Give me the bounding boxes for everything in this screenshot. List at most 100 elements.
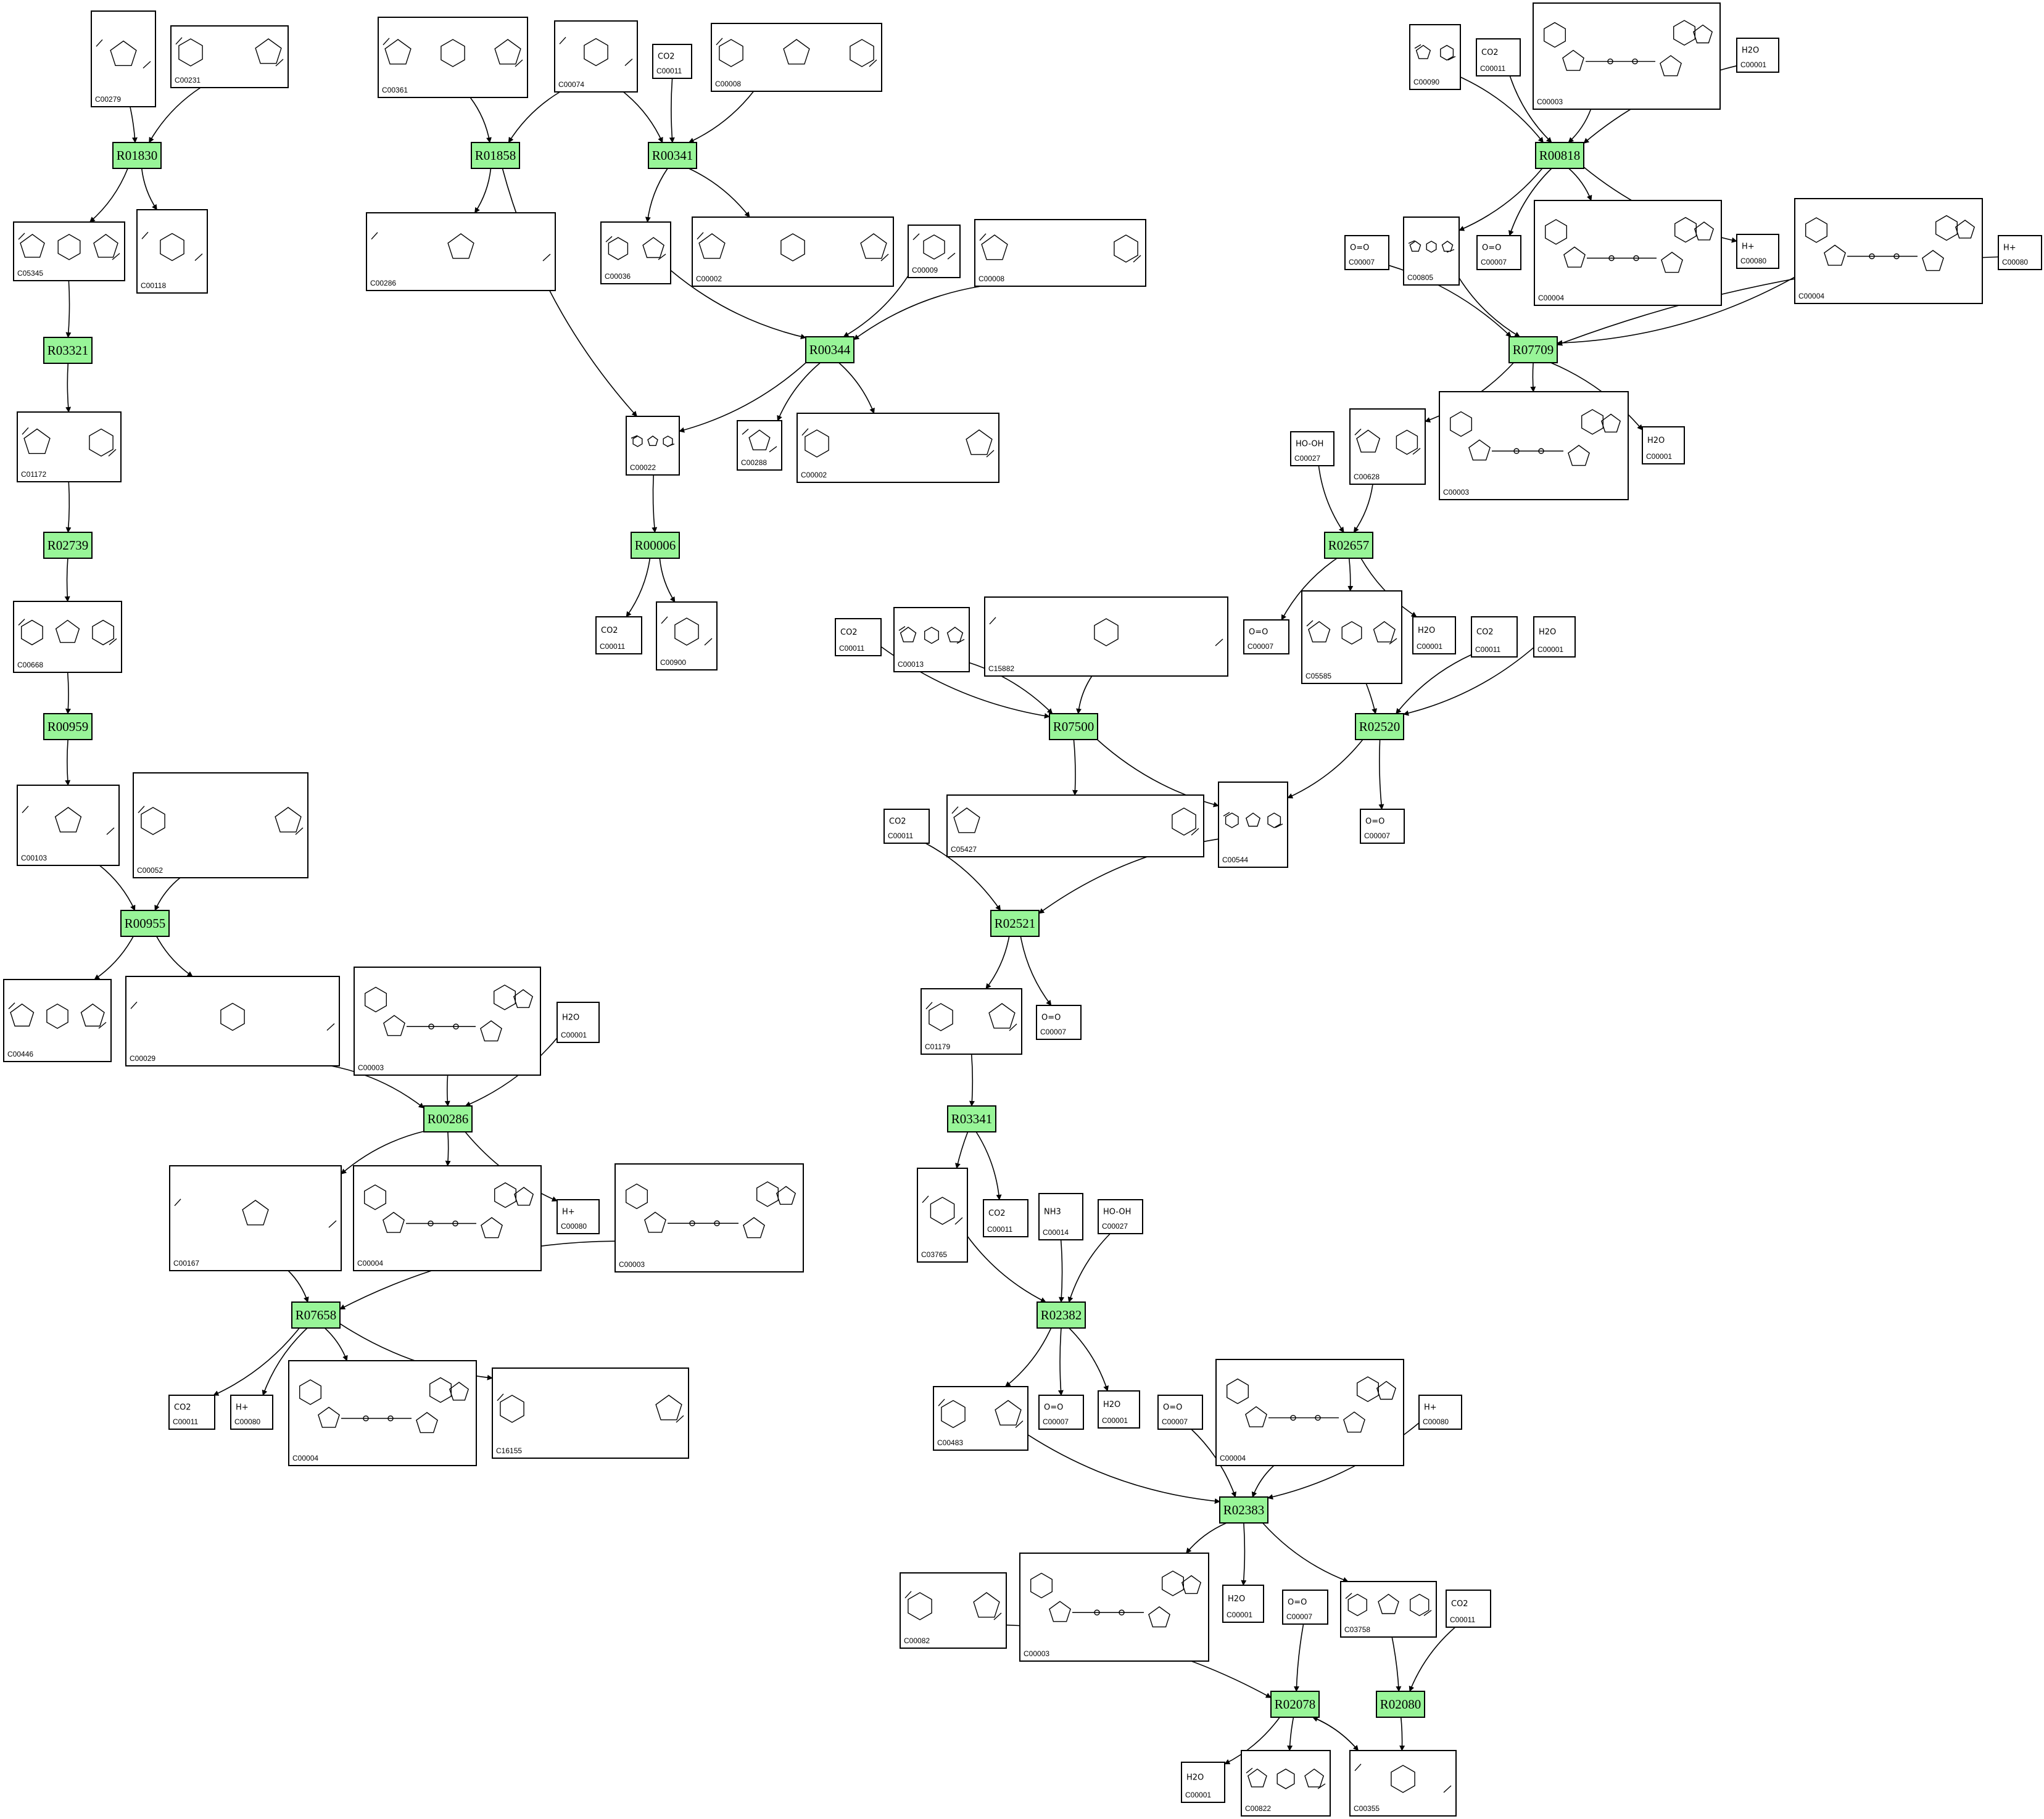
compound-node[interactable]: H+C00080	[557, 1199, 600, 1234]
compound-node[interactable]: H+C00080	[1736, 234, 1779, 269]
compound-node[interactable]: C00022	[626, 416, 680, 476]
compound-node[interactable]: C00003	[1439, 391, 1629, 500]
compound-node[interactable]: C00900	[656, 601, 718, 670]
compound-node[interactable]: C00074	[554, 20, 638, 93]
compound-node[interactable]: C00361	[378, 17, 528, 98]
compound-node[interactable]: C00002	[692, 217, 894, 287]
reaction-node-r02657[interactable]: R02657	[1324, 532, 1373, 559]
compound-node[interactable]: C00013	[893, 607, 970, 672]
reaction-node-r03321[interactable]: R03321	[43, 337, 93, 364]
compound-node[interactable]: C00052	[133, 772, 308, 878]
reaction-node-r00959[interactable]: R00959	[43, 713, 93, 740]
compound-node[interactable]: C00167	[169, 1165, 342, 1271]
compound-node[interactable]: H+C00080	[1418, 1395, 1462, 1430]
reaction-node-r07500[interactable]: R07500	[1049, 713, 1098, 740]
compound-node[interactable]: C16155	[492, 1367, 689, 1459]
compound-node[interactable]: C01172	[17, 411, 122, 482]
reaction-node-r02080[interactable]: R02080	[1376, 1691, 1425, 1718]
compound-node[interactable]: C00103	[17, 785, 120, 866]
compound-node[interactable]: C00668	[13, 601, 122, 673]
compound-node[interactable]: C15882	[984, 596, 1228, 677]
compound-node[interactable]: C05427	[946, 794, 1204, 857]
compound-node[interactable]: C00628	[1349, 408, 1426, 485]
reaction-node-r02078[interactable]: R02078	[1270, 1691, 1320, 1718]
compound-node[interactable]: C03758	[1340, 1581, 1437, 1638]
compound-node[interactable]: H+C00080	[1998, 235, 2042, 270]
compound-node[interactable]: C00003	[1533, 2, 1721, 110]
compound-node[interactable]: C00004	[288, 1360, 477, 1466]
compound-node[interactable]: C00004	[1534, 200, 1722, 306]
reaction-node-r02382[interactable]: R02382	[1036, 1301, 1086, 1329]
compound-node[interactable]: C00003	[354, 967, 541, 1076]
compound-node[interactable]: C00036	[600, 221, 671, 284]
reaction-node-r00286[interactable]: R00286	[423, 1105, 473, 1132]
compound-node[interactable]: C00008	[711, 23, 882, 92]
compound-node[interactable]: C00009	[908, 225, 961, 278]
reaction-node-r02521[interactable]: R02521	[990, 910, 1040, 937]
compound-node[interactable]: C00805	[1403, 217, 1460, 286]
compound-node[interactable]: C00002	[796, 413, 999, 483]
compound-node[interactable]: C00544	[1218, 782, 1288, 868]
reaction-node-r02520[interactable]: R02520	[1355, 713, 1404, 740]
compound-node[interactable]: C00090	[1409, 24, 1461, 90]
compound-node[interactable]: C00003	[1019, 1553, 1209, 1662]
reaction-node-r02383[interactable]: R02383	[1219, 1496, 1268, 1524]
compound-node[interactable]: C00279	[91, 10, 156, 107]
reaction-node-r07658[interactable]: R07658	[291, 1301, 341, 1329]
reaction-node-r07709[interactable]: R07709	[1508, 336, 1558, 363]
compound-node[interactable]: C00004	[1215, 1359, 1404, 1466]
compound-node[interactable]: C00446	[3, 979, 112, 1062]
compound-node[interactable]: C00288	[737, 420, 782, 471]
compound-node[interactable]: C00118	[136, 209, 208, 294]
compound-node[interactable]: C00029	[125, 976, 340, 1066]
reaction-node-r00006[interactable]: R00006	[631, 532, 680, 559]
compound-node[interactable]: C05585	[1301, 590, 1402, 684]
compound-node[interactable]: C00822	[1241, 1750, 1331, 1817]
reaction-node-r00955[interactable]: R00955	[120, 910, 170, 937]
compound-node[interactable]: C00082	[900, 1572, 1007, 1649]
compound-node[interactable]: C00355	[1349, 1750, 1457, 1817]
reaction-node-r02739[interactable]: R02739	[43, 532, 93, 559]
compound-node[interactable]: C00004	[353, 1165, 542, 1271]
reaction-node-r01830[interactable]: R01830	[112, 142, 162, 169]
compound-node[interactable]: H+C00080	[230, 1395, 273, 1430]
compound-node[interactable]: C00286	[366, 212, 556, 291]
compound-node[interactable]: C00483	[933, 1386, 1028, 1451]
reaction-node-r00341[interactable]: R00341	[648, 142, 697, 169]
reaction-node-r01858[interactable]: R01858	[471, 142, 520, 169]
compound-node[interactable]: C03765	[917, 1168, 968, 1263]
compound-node[interactable]: C00008	[974, 219, 1146, 287]
reaction-node-r00818[interactable]: R00818	[1535, 142, 1584, 169]
reaction-node-r03341[interactable]: R03341	[947, 1105, 996, 1132]
compound-node[interactable]: C00004	[1794, 198, 1983, 304]
compound-node[interactable]: C05345	[13, 221, 125, 281]
compound-node[interactable]: C00003	[614, 1163, 804, 1272]
compound-node[interactable]: C00231	[170, 25, 289, 88]
